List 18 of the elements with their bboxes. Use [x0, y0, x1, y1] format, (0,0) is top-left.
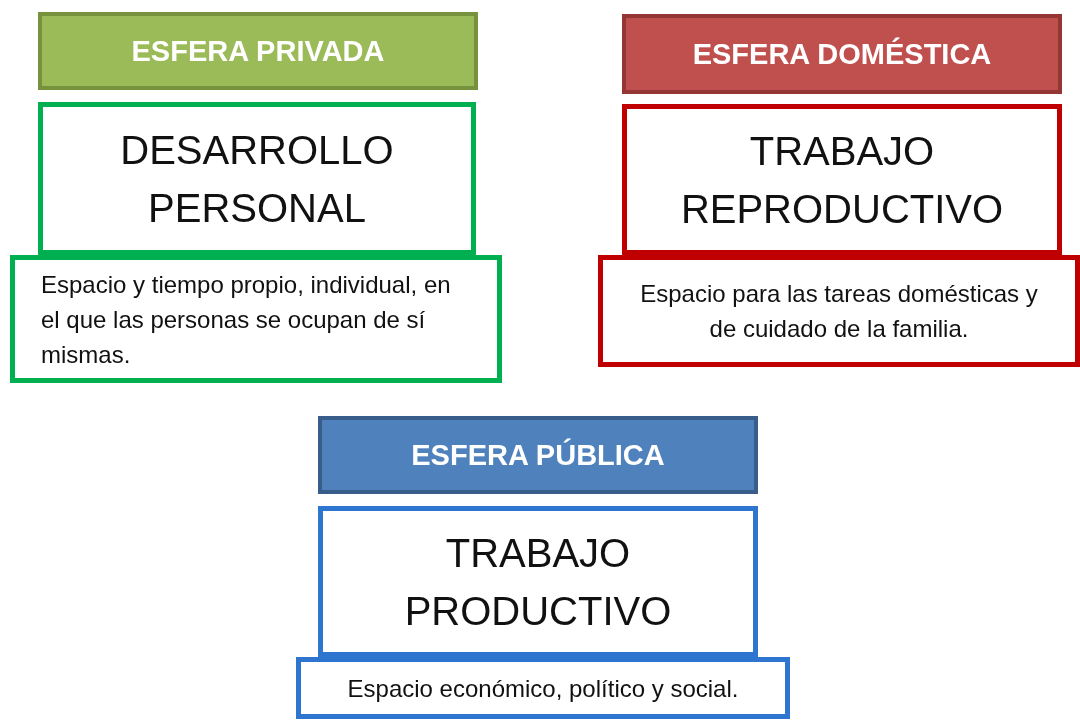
- description-box: [10, 255, 502, 383]
- concept-title: TRABAJO PRODUCTIVO: [403, 529, 673, 635]
- concept-box: [622, 104, 1062, 255]
- description-text: Espacio y tiempo propio, individual, en el que las personas se ocupan de sí mismas.: [41, 269, 452, 370]
- header-bar: [318, 416, 758, 494]
- concept-title: DESARROLLO PERSONAL: [119, 126, 395, 232]
- concept-title: TRABAJO REPRODUCTIVO: [679, 127, 1005, 233]
- concept-box: [318, 506, 758, 657]
- description-text: Espacio económico, político y social.: [347, 673, 739, 704]
- header-bar: [622, 14, 1062, 94]
- concept-box: [38, 102, 476, 255]
- description-box: [598, 255, 1080, 367]
- sphere-title: ESFERA DOMÉSTICA: [692, 37, 992, 71]
- header-bar: [38, 12, 478, 90]
- description-box: [296, 657, 790, 719]
- sphere-title: ESFERA PRIVADA: [131, 34, 385, 68]
- sphere-title: ESFERA PÚBLICA: [411, 438, 665, 472]
- description-text: Espacio para las tareas domésticas y de cuidado de la familia.: [639, 279, 1039, 344]
